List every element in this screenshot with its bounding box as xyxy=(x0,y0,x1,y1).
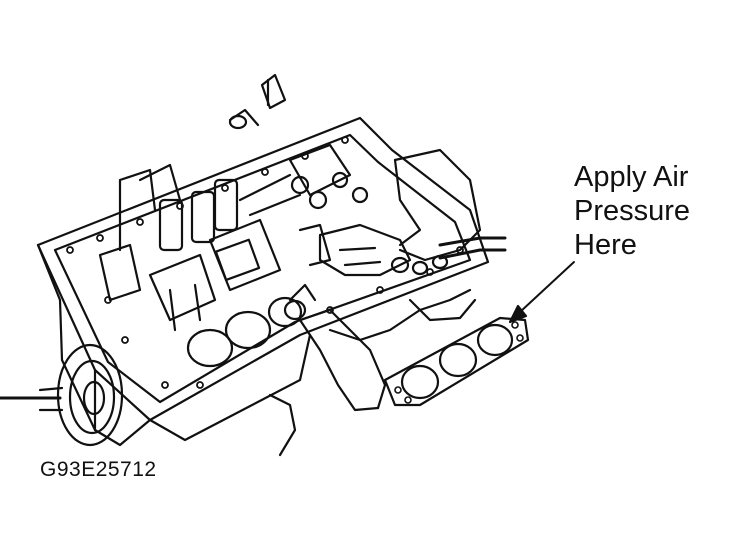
callout-line-1: Apply Air xyxy=(574,161,689,193)
bolt-holes xyxy=(66,136,464,389)
callout-line-3: Here xyxy=(574,229,637,261)
lower-hand xyxy=(268,283,387,457)
cylinder-bores xyxy=(186,296,303,368)
callout-line-2: Pressure xyxy=(574,195,691,227)
figure-code: G93E25712 xyxy=(40,458,157,481)
callout-arrow xyxy=(508,261,575,324)
valve-train-details xyxy=(98,143,369,332)
upper-hand xyxy=(298,148,482,277)
air-hose xyxy=(438,236,507,247)
block-deck-outline xyxy=(36,116,490,422)
crank-pulley xyxy=(0,343,124,447)
apply-air-pressure-label: Apply Air Pressure Here xyxy=(574,160,690,262)
head-gasket xyxy=(383,316,530,407)
deck-inner-edge xyxy=(53,133,472,404)
block-front-face xyxy=(36,243,152,447)
